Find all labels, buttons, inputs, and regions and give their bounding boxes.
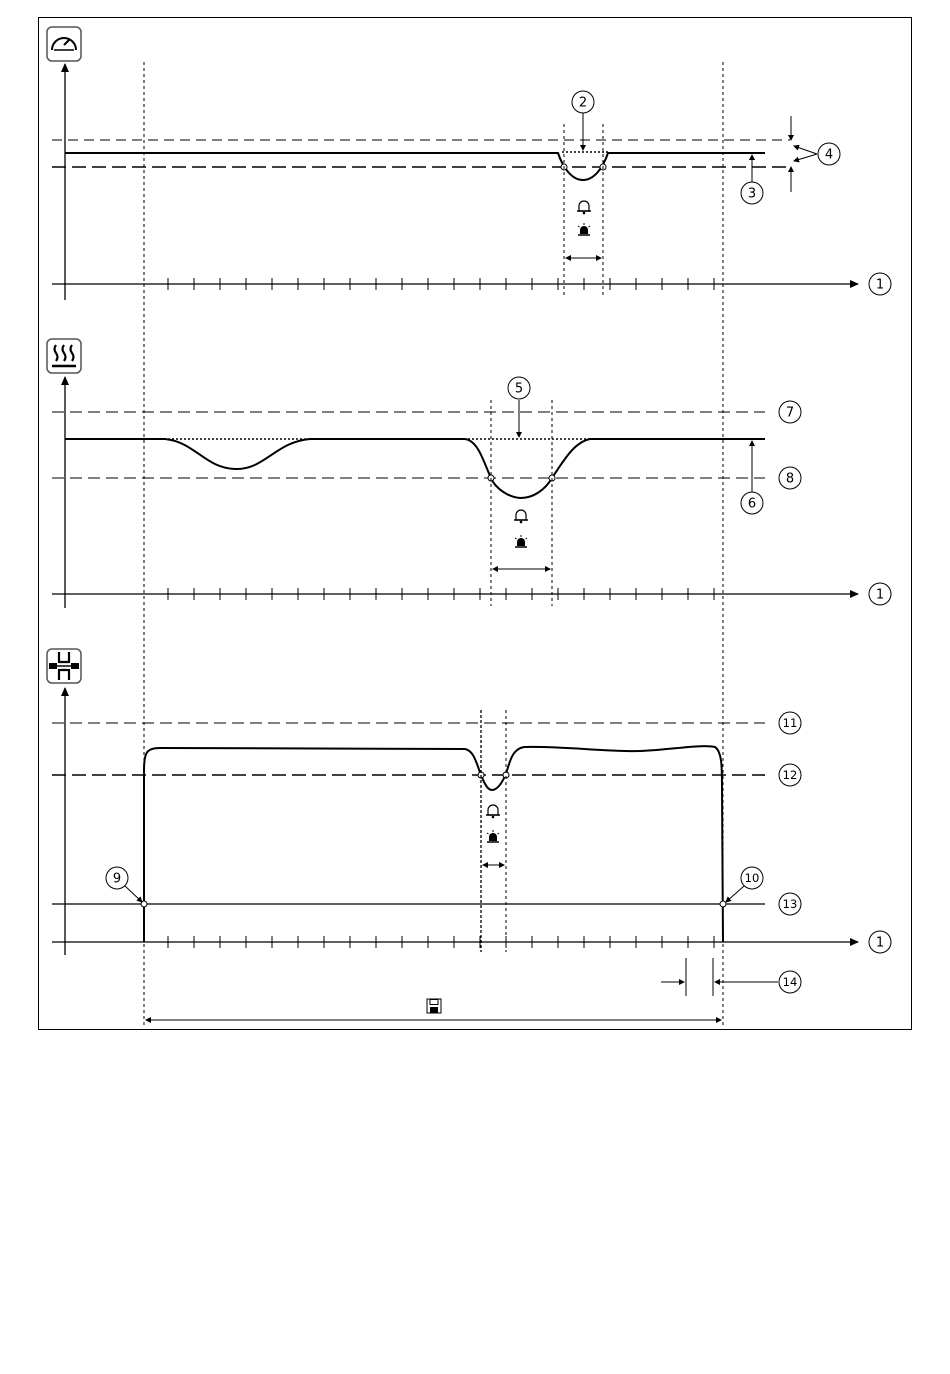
pressure-gauge-icon <box>47 27 81 61</box>
callout-4-leader <box>794 154 817 161</box>
clamping-icon <box>47 649 81 683</box>
svg-text:12: 12 <box>783 768 798 782</box>
alarm-bell-icon <box>486 805 500 818</box>
callout-10: 10 <box>741 867 763 889</box>
callout-13: 13 <box>779 893 801 915</box>
alarm-bell-icon <box>514 510 528 523</box>
warning-light-icon <box>578 223 590 235</box>
svg-text:10: 10 <box>745 871 760 885</box>
diagram-border <box>39 18 912 1030</box>
temperature-panel: 5 6 7 8 1 <box>47 339 891 608</box>
callout-9-leader <box>124 885 142 902</box>
callout-4-leader <box>794 146 817 154</box>
callout-10-leader <box>726 886 744 902</box>
svg-text:1: 1 <box>876 588 884 603</box>
clamping-panel: 9 10 11 12 13 1 <box>47 649 891 996</box>
svg-text:4: 4 <box>825 148 833 163</box>
callout-1: 1 <box>869 583 891 605</box>
callout-9: 9 <box>106 867 128 889</box>
svg-text:7: 7 <box>786 406 794 421</box>
svg-text:8: 8 <box>786 472 794 487</box>
svg-text:13: 13 <box>783 897 798 911</box>
svg-text:1: 1 <box>876 936 884 951</box>
svg-text:5: 5 <box>515 382 523 397</box>
svg-text:6: 6 <box>748 497 756 512</box>
svg-text:11: 11 <box>783 716 798 730</box>
svg-text:9: 9 <box>113 872 121 887</box>
callout-5: 5 <box>508 377 530 399</box>
temperature-curve <box>65 439 765 498</box>
svg-text:14: 14 <box>783 975 798 989</box>
callout-8: 8 <box>779 467 801 489</box>
callout-4: 4 <box>818 143 840 165</box>
callout-14: 14 <box>779 971 801 993</box>
callout-11: 11 <box>779 712 801 734</box>
callout-2: 2 <box>572 91 594 113</box>
svg-text:1: 1 <box>876 278 884 293</box>
warning-light-icon <box>487 830 499 842</box>
callout-3: 3 <box>741 182 763 204</box>
warning-light-icon <box>515 535 527 547</box>
pressure-panel: 2 3 4 1 <box>47 27 891 300</box>
svg-text:3: 3 <box>748 187 756 202</box>
svg-text:2: 2 <box>579 96 587 111</box>
callout-12: 12 <box>779 764 801 786</box>
save-icon <box>427 999 441 1013</box>
alarm-bell-icon <box>577 201 591 214</box>
callout-1: 1 <box>869 931 891 953</box>
heating-icon <box>47 339 81 373</box>
clamping-end-point <box>720 901 726 907</box>
callout-6: 6 <box>741 492 763 514</box>
callout-1: 1 <box>869 273 891 295</box>
callout-7: 7 <box>779 401 801 423</box>
